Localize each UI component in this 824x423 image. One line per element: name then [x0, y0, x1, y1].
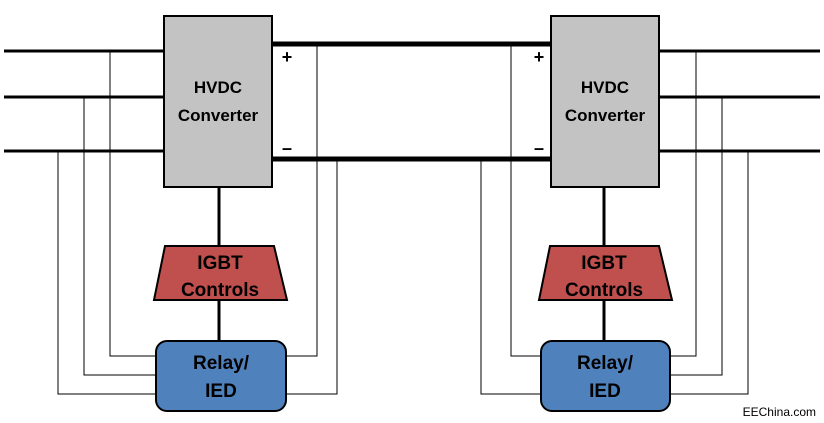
right-minus-sign: –	[534, 138, 544, 158]
right-plus-sign: +	[534, 47, 545, 67]
right-relay-ied-box	[540, 340, 671, 412]
left-station: HVDC Converter + – IGBT Controls Relay/ …	[4, 15, 338, 412]
right-controls-label-line1: IGBT	[581, 253, 627, 274]
left-minus-sign: –	[282, 138, 292, 158]
left-tap-1	[109, 51, 156, 357]
left-controls-label-line2: Controls	[181, 280, 259, 301]
right-dc-tap-minus	[480, 159, 541, 395]
right-converter-label-line1: HVDC	[581, 78, 629, 97]
left-controls-label-line1: IGBT	[197, 253, 243, 274]
left-plus-sign: +	[282, 47, 293, 67]
watermark-text: EEChina.com	[743, 405, 816, 419]
left-relay-label-line1: Relay/	[193, 353, 250, 374]
left-dc-tap-plus	[286, 44, 318, 357]
left-hvdc-converter-box	[163, 15, 273, 188]
right-dc-tap-plus	[510, 44, 541, 357]
right-station: HVDC Converter + – IGBT Controls Relay/ …	[480, 15, 820, 412]
right-hvdc-converter-box	[550, 15, 660, 188]
left-converter-label-line1: HVDC	[194, 78, 242, 97]
right-controls-label-line2: Controls	[565, 280, 643, 301]
left-tap-2	[83, 97, 156, 376]
left-relay-label-line2: IED	[205, 381, 237, 402]
left-tap-3	[57, 151, 156, 395]
right-relay-label-line2: IED	[589, 381, 621, 402]
left-igbt-controls-box	[152, 245, 289, 301]
left-converter-label-line2: Converter	[178, 106, 259, 125]
left-relay-ied-box	[155, 340, 287, 412]
right-tap-3	[670, 151, 749, 395]
right-converter-label-line2: Converter	[565, 106, 646, 125]
right-relay-label-line1: Relay/	[577, 353, 634, 374]
right-tap-2	[670, 97, 723, 376]
right-igbt-controls-box	[537, 245, 674, 301]
right-tap-1	[670, 51, 697, 357]
left-dc-tap-minus	[286, 159, 338, 395]
